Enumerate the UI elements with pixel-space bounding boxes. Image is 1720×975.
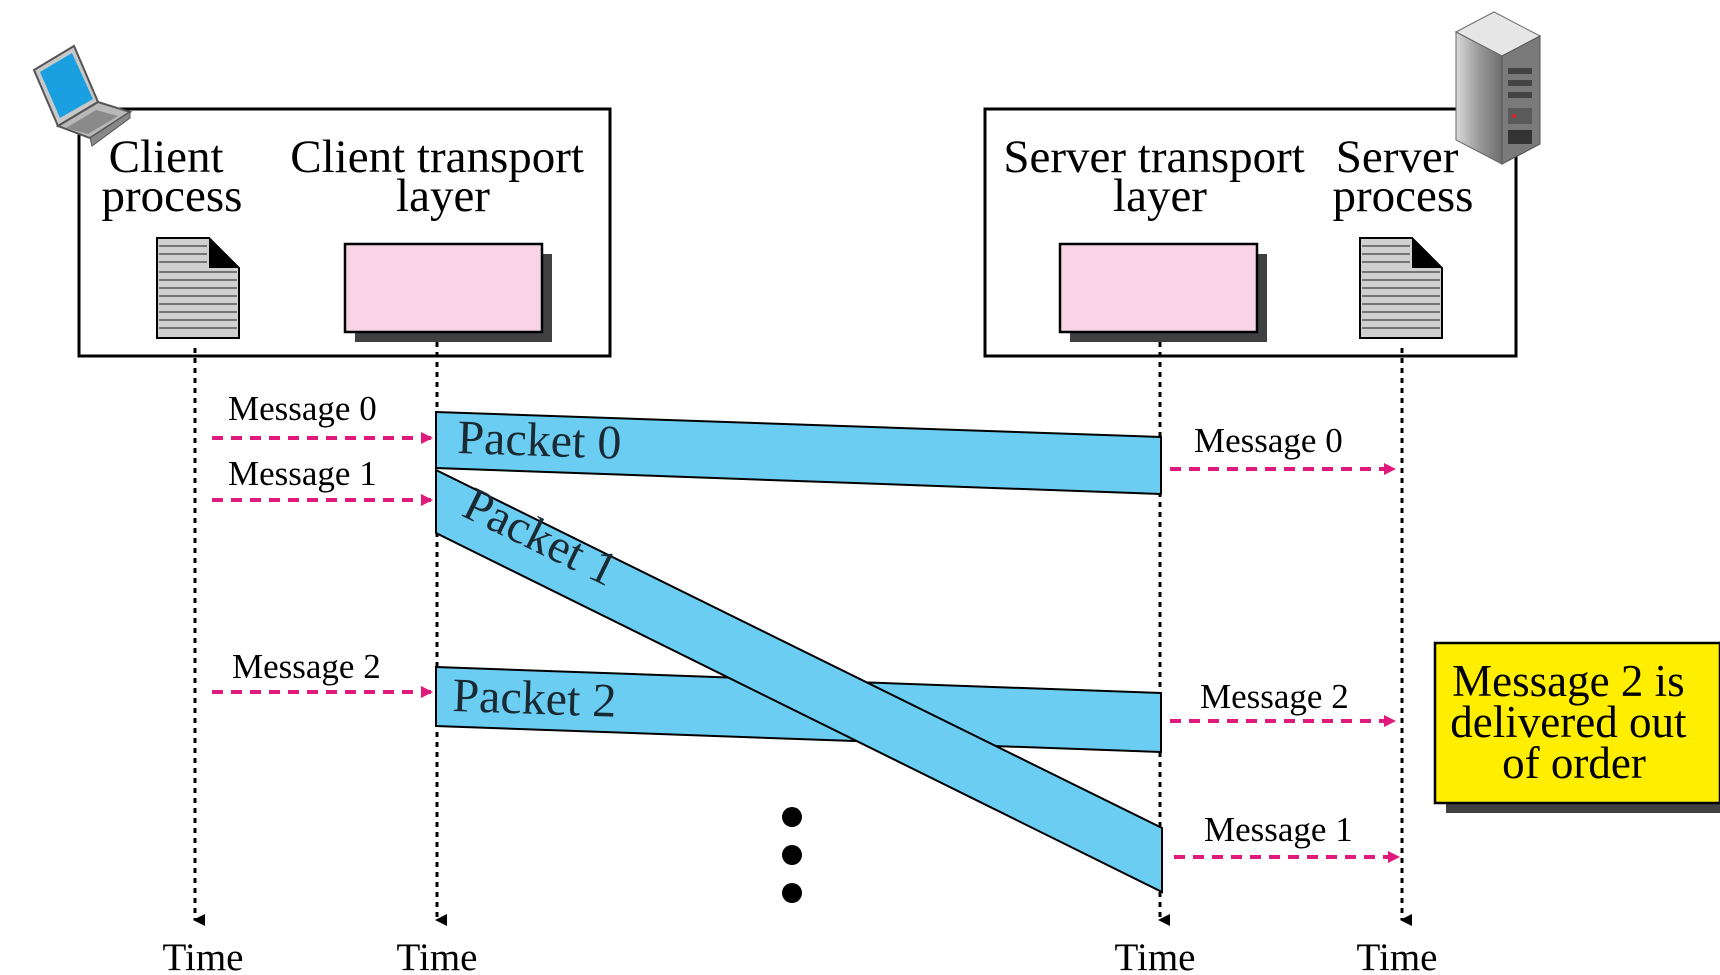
server-transport-line1: Server transport	[1003, 131, 1304, 183]
document-icon	[1359, 237, 1443, 339]
client-message-0-label: Message 0	[228, 389, 377, 428]
note-line3: of order	[1502, 738, 1646, 788]
time-label-server-transport: Time	[1115, 936, 1196, 975]
packet-1-band	[435, 468, 1163, 894]
time-label-client-transport: Time	[397, 936, 478, 975]
server-transport-label: Server transport layer	[1003, 131, 1316, 222]
server-message-2-label: Message 2	[1200, 677, 1349, 716]
document-icon	[156, 237, 240, 339]
client-process-line1: Client	[109, 131, 224, 183]
client-process-label: Client process	[102, 131, 243, 222]
packet-0-label: Packet 0	[457, 411, 623, 470]
laptop-icon	[32, 44, 133, 147]
note-line1: Message 2 is	[1452, 656, 1684, 706]
server-message-0-label: Message 0	[1194, 421, 1343, 460]
client-message-2-label: Message 2	[232, 647, 381, 686]
server-process-line1: Server	[1336, 131, 1459, 183]
packet-0-band	[435, 410, 1162, 496]
server-transport-box	[1058, 242, 1259, 334]
time-label-server-process: Time	[1357, 936, 1438, 975]
server-message-1-label: Message 1	[1204, 810, 1353, 849]
client-transport-label: Client transport layer	[290, 131, 595, 222]
client-transport-line2: layer	[396, 170, 490, 222]
server-transport-line2: layer	[1113, 170, 1207, 222]
ellipsis-dots-icon	[782, 807, 802, 903]
server-process-line2: process	[1333, 170, 1474, 222]
note-text: Message 2 is delivered out of order	[1450, 656, 1697, 788]
note-box	[1433, 641, 1720, 805]
server-tower-icon-overlay	[1454, 11, 1542, 165]
note-line2: delivered out	[1450, 697, 1687, 747]
client-message-1-label: Message 1	[228, 454, 377, 493]
server-process-label: Server process	[1333, 131, 1474, 222]
time-label-client-process: Time	[163, 936, 244, 975]
client-process-line2: process	[102, 170, 243, 222]
client-transport-line1: Client transport	[290, 131, 584, 183]
client-transport-box	[343, 242, 544, 334]
packet-2-label: Packet 2	[452, 669, 618, 728]
